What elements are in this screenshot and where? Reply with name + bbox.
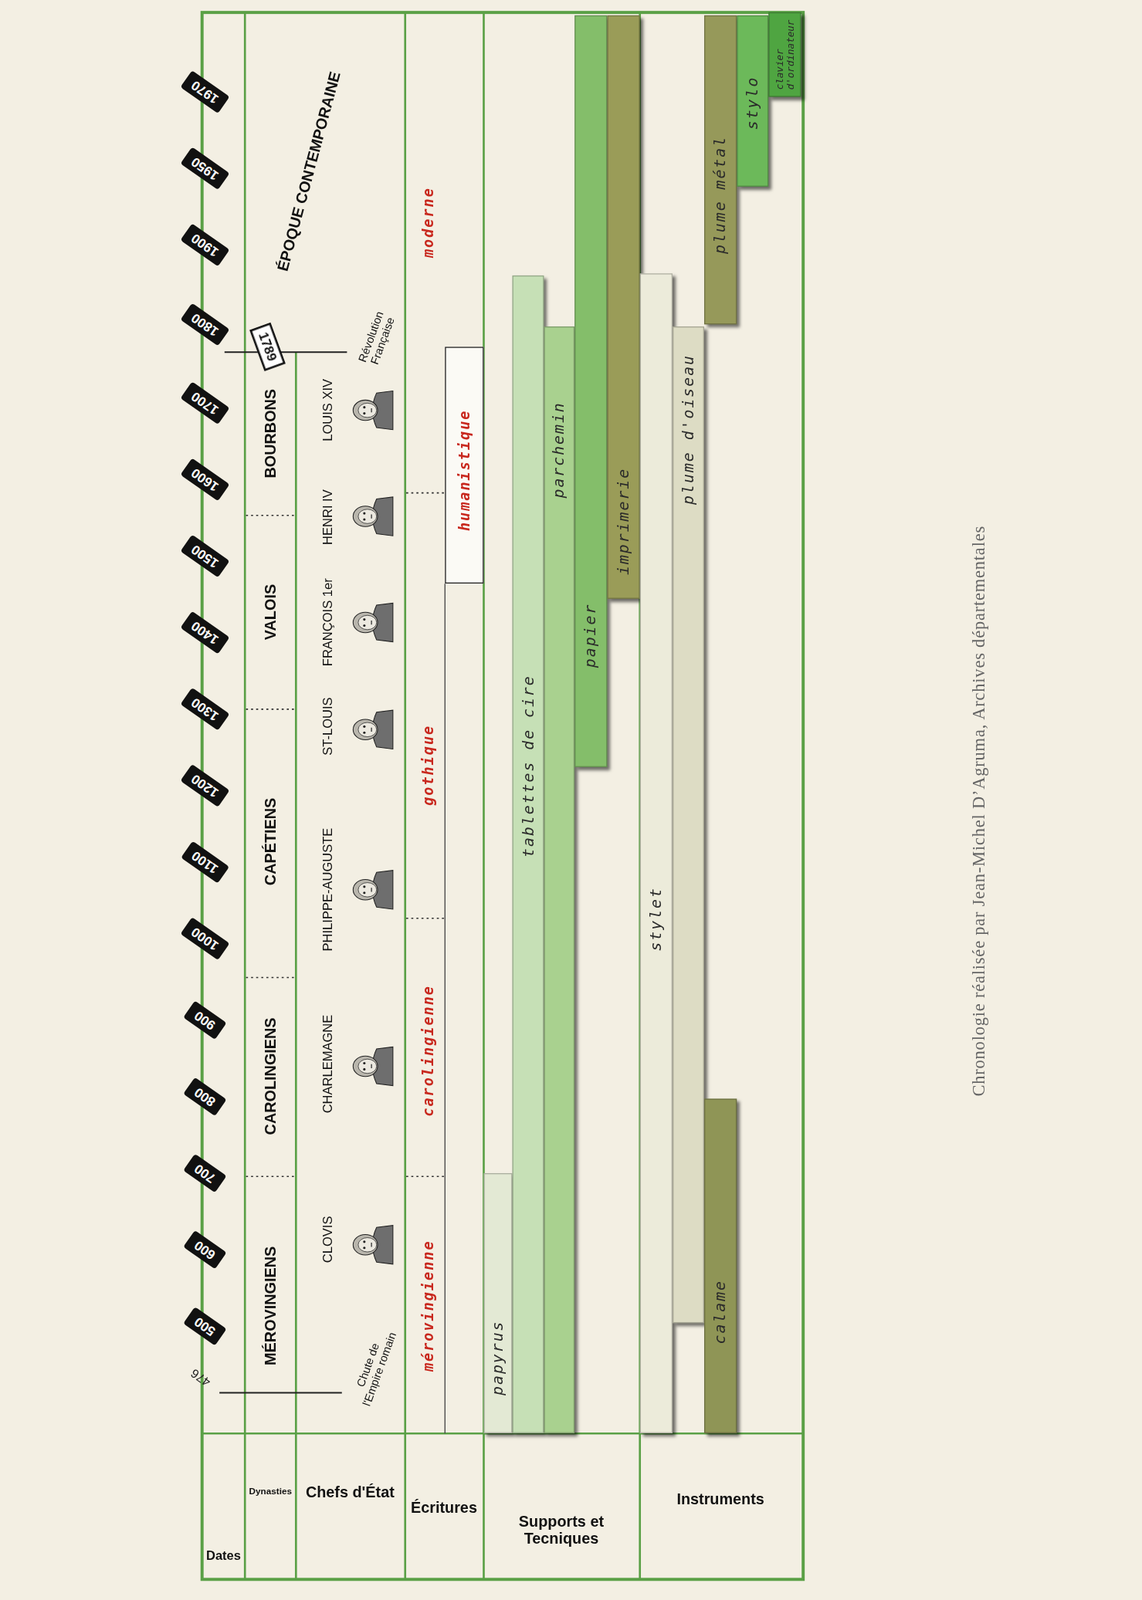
dotted-separator [246, 1175, 295, 1178]
portrait [352, 497, 394, 536]
date-tag: 1400 [180, 610, 231, 655]
dynasty-name: VALOIS [261, 584, 279, 641]
script-style: moderne [420, 186, 437, 258]
dynasty-name: MÉROVINGIENS [261, 1247, 279, 1366]
date-tag: 500 [183, 1307, 228, 1347]
date-tag: 700 [183, 1154, 228, 1194]
date-tag: 1300 [180, 687, 231, 732]
writing-instrument: stylet [640, 273, 673, 1434]
date-tag: 1200 [180, 764, 231, 808]
bar-label: imprimerie [616, 467, 632, 576]
writing-instrument: plume d'oiseau [672, 326, 705, 1324]
portrait [352, 870, 394, 910]
event-note: Chute de l'Empire romain [348, 1324, 400, 1410]
date-tag: 600 [183, 1230, 228, 1271]
dotted-separator [246, 708, 295, 711]
bar-label: papier [582, 603, 599, 669]
ruler-name: ST-LOUIS [321, 697, 336, 756]
date-tag: 1000 [180, 917, 231, 961]
bar-label: calame [712, 1280, 729, 1346]
writing-instrument: clavier d'ordinateur [768, 12, 801, 98]
date-tag: 1600 [180, 457, 231, 502]
dotted-separator [246, 515, 295, 517]
date-tag: 900 [183, 1000, 228, 1041]
bar-label: plume métal [712, 135, 729, 255]
column-line [403, 12, 407, 1580]
script-style-box: humanistique [444, 346, 484, 584]
row-header: Écritures [410, 1500, 478, 1518]
bar-label: stylet [648, 887, 665, 953]
date-tag: 1970 [180, 70, 231, 114]
bar-label: papyrus [490, 1320, 506, 1396]
ruler-name: LOUIS XIV [321, 379, 336, 442]
bar-label: stylo [745, 76, 761, 131]
bar-label: plume d'oiseau [681, 354, 697, 505]
period-separators [246, 493, 444, 1178]
dynasty-name: CAPÉTIENS [261, 798, 279, 886]
row-header: Instruments [676, 1491, 764, 1509]
writing-instrument: calame [704, 1098, 737, 1434]
frame [202, 12, 804, 1580]
ruler-name: CHARLEMAGNE [321, 1015, 336, 1115]
ruler-name: PHILIPPE-AUGUSTE [321, 828, 336, 953]
column-line [243, 12, 247, 1580]
date-tag: 1500 [180, 534, 231, 578]
ruler-name: CLOVIS [321, 1216, 336, 1264]
portrait [352, 1047, 394, 1086]
dotted-separator [406, 918, 444, 920]
column-line [444, 583, 446, 1434]
portrait [352, 1226, 394, 1265]
caption: Chronologie réalisée par Jean-Michel D’A… [969, 525, 990, 1098]
row-header: Dynasties [249, 1487, 292, 1498]
writing-support: papyrus [483, 1173, 512, 1434]
ruler-name: FRANÇOIS 1er [321, 578, 336, 667]
event-date: 1789 [249, 322, 286, 372]
bar-label: tablettes de cire [520, 674, 536, 858]
grid [202, 12, 804, 1580]
script-style: mérovingienne [420, 1240, 437, 1373]
event-note: Révolution Française [353, 302, 400, 375]
portrait [352, 603, 394, 642]
date-tag: 1950 [180, 146, 231, 190]
date-tag: 1100 [180, 840, 230, 884]
event-line [219, 1392, 343, 1394]
script-style: carolingienne [420, 985, 437, 1118]
dotted-separator [406, 492, 444, 495]
writing-support: parchemin [543, 326, 575, 1434]
bar-label: humanistique [457, 410, 472, 532]
column-line [294, 352, 298, 1580]
dynasty-name: CAROLINGIENS [261, 1017, 279, 1136]
date-tag: 1800 [180, 302, 231, 346]
date-tag: 1900 [180, 223, 231, 267]
writing-support: tablettes de cire [512, 275, 545, 1434]
writing-instrument: stylo [736, 15, 769, 187]
bar-label: parchemin [551, 401, 567, 499]
bar-label: clavier d'ordinateur [775, 24, 795, 91]
row-header: Dates [206, 1550, 241, 1565]
event-date: 476 [189, 1366, 214, 1390]
script-style: gothique [420, 725, 437, 807]
writing-instrument: plume métal [704, 15, 737, 325]
ruler-name: HENRI IV [321, 489, 336, 546]
period-name: ÉPOQUE CONTEMPORAINE [274, 69, 344, 273]
writing-support: imprimerie [606, 15, 640, 600]
dynasty-name: BOURBONS [261, 389, 279, 479]
row-header: Supports et Tecniques [515, 1514, 607, 1549]
dotted-separator [406, 1175, 444, 1178]
writing-support: papier [574, 15, 607, 768]
portrait [352, 390, 394, 430]
event-line [224, 351, 348, 353]
dotted-separator [246, 977, 295, 980]
date-tag: 1700 [180, 381, 231, 425]
row-header: Chefs d'État [305, 1484, 395, 1502]
date-tag: 800 [183, 1077, 228, 1118]
portrait [352, 710, 394, 749]
